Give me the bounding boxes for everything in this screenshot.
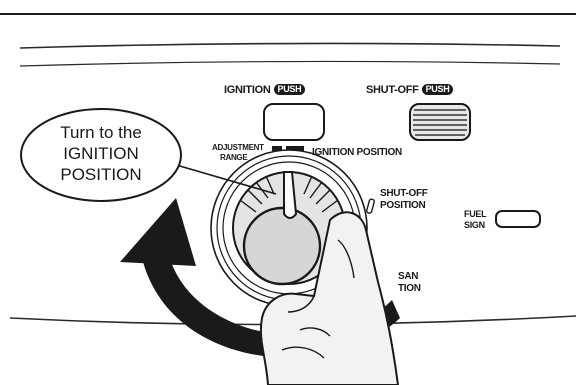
shutoff-position-marker [366, 198, 375, 214]
ignition-label-text: IGNITION [224, 84, 271, 96]
fuel-sign-line-2: SIGN [464, 220, 485, 230]
ignition-push-badge: PUSH [273, 84, 306, 95]
ignition-position-label: IGNITION POSITION [312, 147, 402, 158]
shutoff-push-button [409, 103, 471, 141]
shutoff-position-label: SHUT-OFF POSITION [380, 188, 428, 212]
shutoff-push-badge: PUSH [421, 84, 454, 95]
callout-leader [165, 161, 277, 195]
callout-bubble [20, 108, 182, 202]
partial-position-label: SAN TION [398, 271, 421, 295]
panel-top-edge [19, 42, 561, 49]
panel-top-edge-inner [19, 60, 561, 67]
fuel-sign-indicator [495, 210, 541, 228]
adjustment-range-marker [272, 146, 304, 151]
callout-text: Turn to the IGNITION POSITION [34, 122, 168, 185]
callout-line-3: POSITION [60, 165, 142, 184]
partial-label-line-2: TION [398, 283, 421, 294]
hand-icon [259, 211, 400, 385]
adjustment-range-line-1: ADJUSTMENT [212, 143, 264, 152]
fuel-sign-label: FUEL SIGN [464, 209, 487, 231]
callout-line-2: IGNITION [63, 144, 139, 163]
rotation-arrow-head-icon [120, 198, 196, 266]
partial-label-line-1: SAN [398, 271, 419, 282]
ignition-push-button [263, 103, 325, 141]
shutoff-label-text: SHUT-OFF [366, 84, 419, 96]
shutoff-position-line-1: SHUT-OFF [380, 188, 428, 199]
callout-line-1: Turn to the [60, 123, 142, 142]
shutoff-position-line-2: POSITION [380, 200, 426, 211]
adjustment-range-line-2: RANGE [220, 153, 248, 162]
fuel-sign-line-1: FUEL [464, 209, 487, 219]
adjustment-range-label: ADJUSTMENT RANGE [212, 143, 264, 163]
